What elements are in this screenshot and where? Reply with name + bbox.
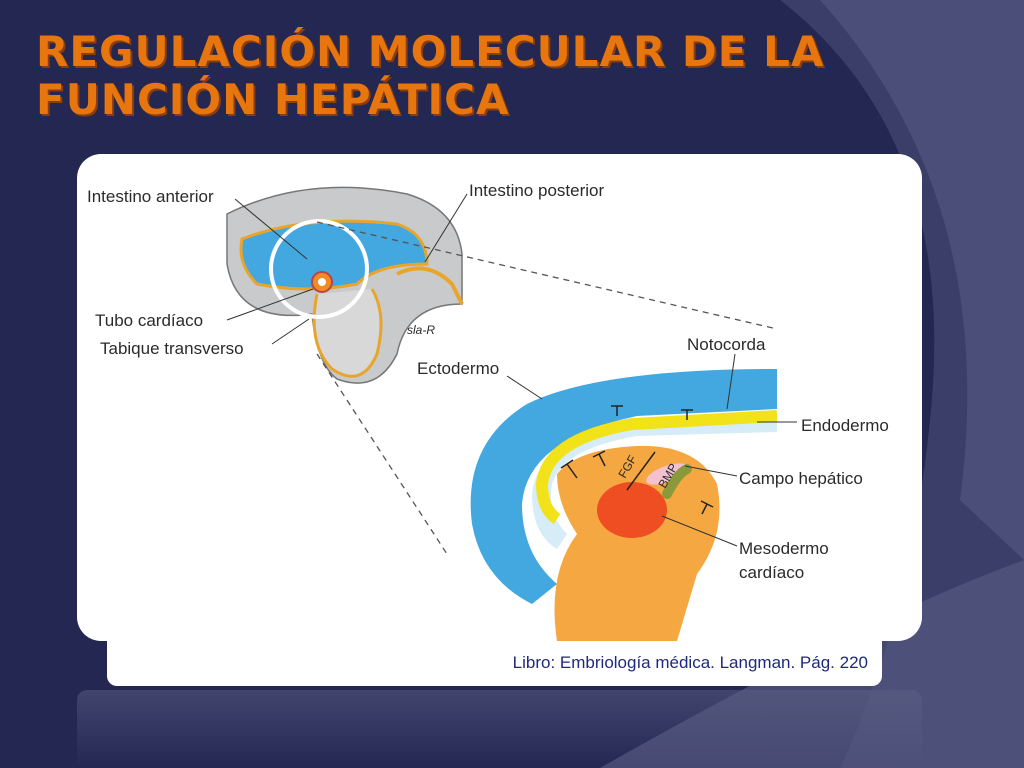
mesenchyme-layer [532,412,777,549]
bmp-region [662,464,692,499]
inhibit-mark-1 [611,405,623,416]
inhibit-mark-5 [700,500,714,515]
label-mesodermo-line2: cardíaco [739,563,804,582]
endoderm-layer [535,410,778,524]
figure-panel: sla-R FGF BMP [77,154,922,641]
ectoderm-shape [470,369,777,604]
mesoderm-region [554,445,720,641]
label-campo-hepatico: Campo hepático [739,469,863,488]
leader-intestino-anterior [234,198,308,260]
enlarged-section: FGF BMP [470,369,778,641]
caption-box: Libro: Embriología médica. Langman. Pág.… [107,641,882,686]
fgf-arrow [626,451,656,491]
label-ectodermo: Ectodermo [417,359,499,378]
leader-ectodermo [506,375,543,400]
embryo-diagram: sla-R FGF BMP [87,181,889,641]
magnify-circle [269,219,369,319]
panel-reflection [77,690,922,768]
cardiac-mesoderm [597,482,667,538]
inhibit-mark-3 [560,459,578,479]
inhibit-mark-2 [681,409,693,420]
inhibit-mark-4 [592,450,606,467]
zoom-line-top [316,221,778,330]
leader-notocorda [726,353,736,410]
label-tabique-transverso: Tabique transverso [100,339,244,358]
leader-mesodermo [661,515,738,547]
label-endodermo: Endodermo [801,416,889,435]
source-caption: Libro: Embriología médica. Langman. Pág.… [512,653,868,672]
label-intestino-posterior: Intestino posterior [469,181,604,200]
leader-campo-hepatico [684,465,738,477]
zoom-line-bottom [316,353,448,555]
slide-title: REGULACIÓN MOLECULAR DE LA FUNCIÓN HEPÁT… [36,27,825,124]
leader-tabique-transverso [271,318,310,345]
leader-intestino-posterior [424,193,468,263]
leader-tubo-cardiaco [226,288,314,321]
label-tubo-cardiaco: Tubo cardíaco [95,311,203,330]
illustrator-signature: sla-R [407,323,435,337]
hepatic-field [646,463,688,485]
label-mesodermo-line1: Mesodermo [739,539,829,558]
label-intestino-anterior: Intestino anterior [87,187,214,206]
embryo-overview: sla-R [226,186,464,384]
background-curve-highlight [820,0,1024,560]
label-notocorda: Notocorda [687,335,766,354]
